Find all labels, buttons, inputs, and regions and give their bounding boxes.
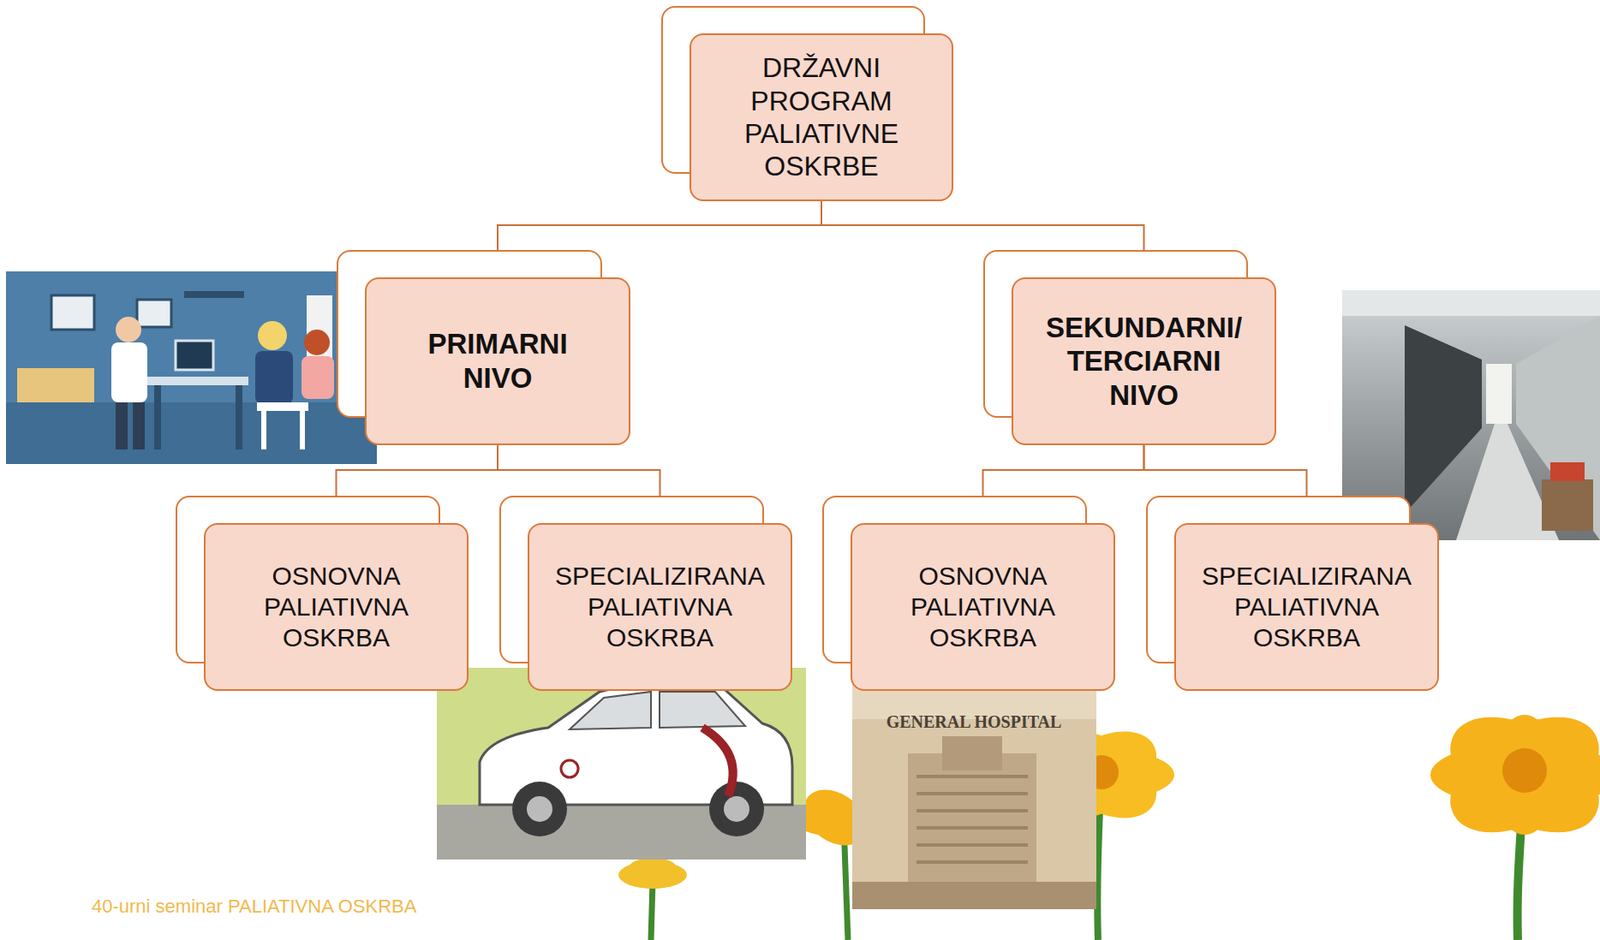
box-text: PRIMARNI NIVO	[390, 327, 605, 395]
box-text: OSNOVNA PALIATIVNA OSKRBA	[229, 561, 443, 654]
level-box: PRIMARNI NIVO	[364, 277, 631, 446]
footer-note: 40-urni seminar PALIATIVNA OSKRBA	[91, 895, 417, 919]
box-text: OSNOVNA PALIATIVNA OSKRBA	[876, 561, 1090, 654]
picture-title: GENERAL HOSPITAL	[886, 712, 1063, 733]
level-box: SEKUNDARNI/ TERCIARNI NIVO	[1011, 277, 1277, 446]
care-box: OSNOVNA PALIATIVNA OSKRBA	[203, 523, 469, 692]
care-box: OSNOVNA PALIATIVNA OSKRBA	[850, 523, 1116, 692]
doctor-clipart	[5, 271, 377, 465]
care-box: SPECIALIZIRANA PALIATIVNA OSKRBA	[1174, 523, 1439, 692]
program-box: DRŽAVNI PROGRAM PALIATIVNE OSKRBE	[689, 33, 954, 202]
care-box: SPECIALIZIRANA PALIATIVNA OSKRBA	[527, 523, 793, 692]
box-text: SPECIALIZIRANA PALIATIVNA OSKRBA	[1200, 561, 1414, 654]
hospital-picture	[852, 668, 1097, 910]
car-picture	[436, 668, 806, 860]
box-text: DRŽAVNI PROGRAM PALIATIVNE OSKRBE	[715, 51, 928, 184]
box-text: SEKUNDARNI/ TERCIARNI NIVO	[1037, 310, 1251, 413]
box-text: SPECIALIZIRANA PALIATIVNA OSKRBA	[553, 561, 767, 654]
